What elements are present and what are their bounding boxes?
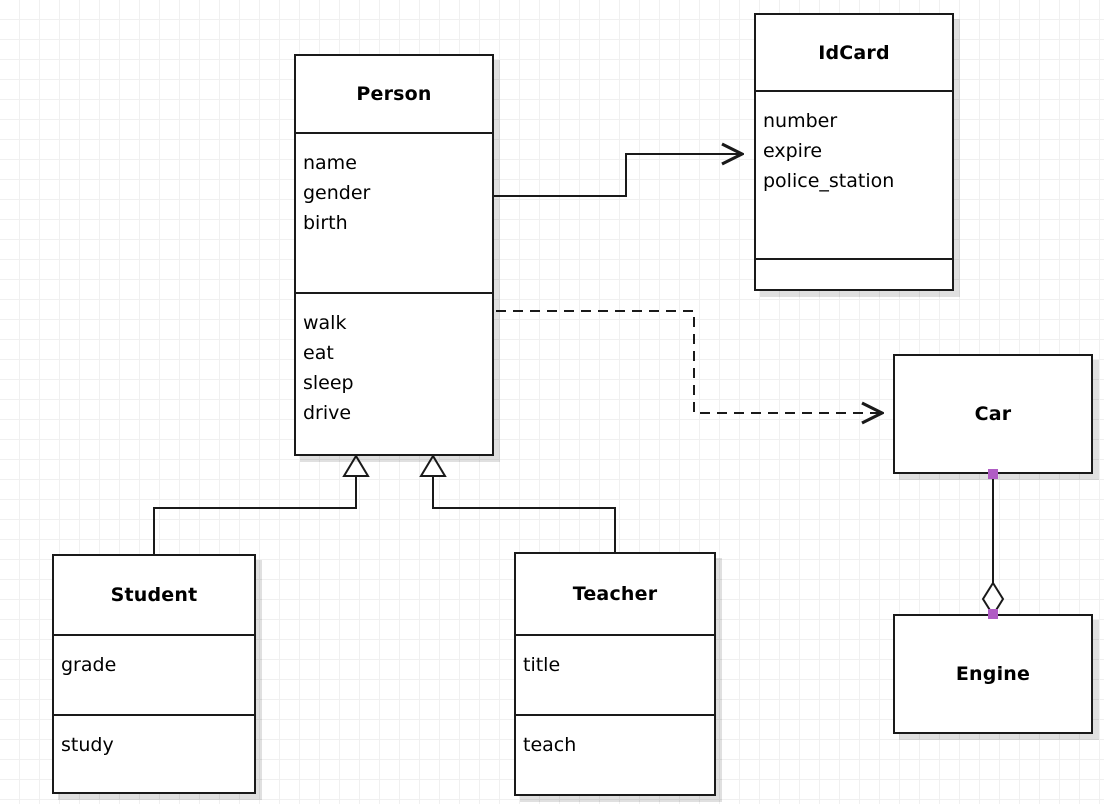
methods-compartment-person[interactable]: walk eat sleep drive	[296, 292, 492, 454]
class-name-student: Student	[110, 584, 198, 606]
method-item: eat	[303, 342, 334, 365]
edge-car-engine[interactable]	[981, 474, 1005, 617]
class-name-engine: Engine	[955, 663, 1031, 685]
hollow-triangle-teacher	[419, 454, 447, 477]
method-item: teach	[523, 734, 577, 756]
attribute-item: birth	[303, 212, 348, 235]
uml-class-teacher[interactable]: Teacher title teach	[514, 552, 716, 796]
uml-class-idcard[interactable]: IdCard number expire police_station	[754, 13, 954, 291]
edge-student-person[interactable]	[153, 454, 370, 554]
methods-compartment-idcard[interactable]	[756, 258, 952, 289]
connection-handle-car[interactable]	[988, 469, 998, 479]
class-name-teacher: Teacher	[572, 583, 658, 605]
uml-class-engine[interactable]: Engine	[893, 614, 1093, 734]
method-item: study	[61, 734, 114, 756]
uml-class-person[interactable]: Person name gender birth walk eat sleep …	[294, 54, 494, 456]
methods-compartment-student[interactable]: study	[54, 714, 254, 792]
edge-person-car[interactable]	[496, 310, 882, 413]
connection-handle-engine[interactable]	[988, 609, 998, 619]
attributes-compartment-student[interactable]: grade	[54, 634, 254, 714]
attributes-compartment-person[interactable]: name gender birth	[296, 132, 492, 292]
methods-compartment-teacher[interactable]: teach	[516, 714, 714, 794]
uml-class-student[interactable]: Student grade study	[52, 554, 256, 794]
method-item: sleep	[303, 372, 354, 395]
attribute-item: grade	[61, 654, 117, 676]
attribute-item: gender	[303, 182, 371, 205]
class-name-car: Car	[974, 403, 1012, 425]
uml-class-car[interactable]: Car	[893, 354, 1093, 474]
method-item: drive	[303, 402, 352, 425]
hollow-triangle-student	[342, 454, 370, 477]
edge-person-idcard[interactable]	[494, 154, 742, 197]
attribute-item: number	[763, 110, 838, 132]
attribute-item: expire	[763, 140, 823, 163]
class-name-person: Person	[356, 83, 432, 105]
method-item: walk	[303, 312, 347, 334]
attribute-item: name	[303, 152, 357, 174]
attribute-item: police_station	[763, 170, 895, 193]
attributes-compartment-idcard[interactable]: number expire police_station	[756, 90, 952, 258]
class-name-idcard: IdCard	[818, 41, 890, 64]
attributes-compartment-teacher[interactable]: title	[516, 634, 714, 714]
edge-teacher-person[interactable]	[419, 454, 616, 552]
attribute-item: title	[523, 654, 561, 676]
